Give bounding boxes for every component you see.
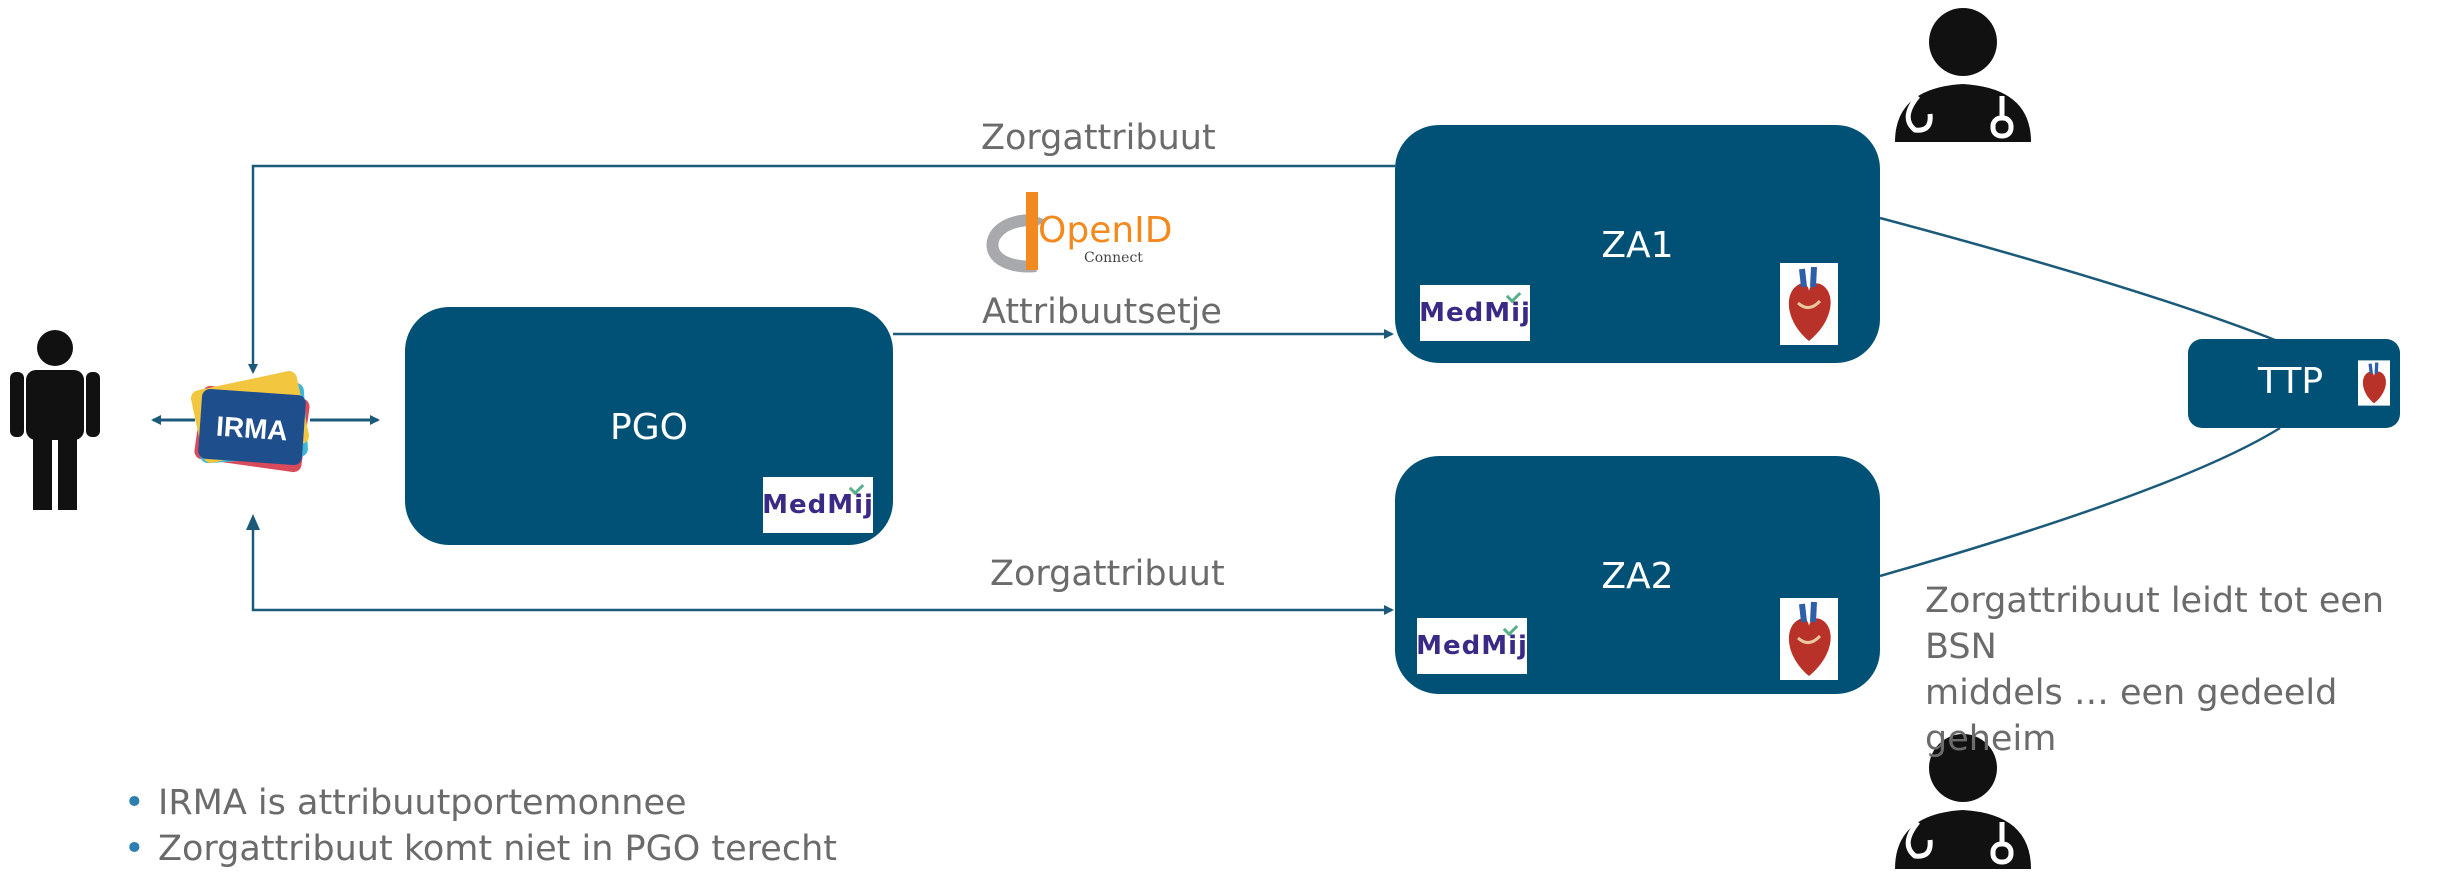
- bullet-item: IRMA is attribuutportemonnee: [120, 780, 837, 826]
- bullet-item: Zorgattribuut komt niet in PGO terecht: [120, 826, 837, 872]
- za2-label: ZA2: [1601, 556, 1674, 597]
- heart-icon: [1780, 598, 1838, 680]
- doctor-icon-bottom: [1895, 734, 2031, 869]
- irma-card-icon: IRMA: [190, 371, 310, 473]
- za1-box: ZA1 MedMij: [1395, 125, 1880, 363]
- heart-icon: [1780, 263, 1838, 345]
- edge-za2-ttp: [1879, 426, 2281, 578]
- openid-wordmark: OpenID: [1038, 210, 1173, 251]
- edge-label-bottom-zorgattribuut: Zorgattribuut: [990, 554, 1225, 594]
- openid-icon: [986, 192, 1046, 273]
- ttp-note-line2: middels … een gedeeld geheim: [1925, 673, 2338, 759]
- medmij-logo: MedMij: [762, 477, 873, 533]
- edge-label-attribuutsetje: Attribuutsetje: [982, 292, 1222, 332]
- pgo-box: PGO MedMij: [405, 307, 893, 545]
- za2-box: ZA2 MedMij: [1395, 456, 1880, 694]
- ttp-note: Zorgattribuut leidt tot een BSN middels …: [1925, 578, 2454, 762]
- medmij-logo: MedMij: [1419, 285, 1530, 341]
- heart-icon: [2358, 360, 2390, 406]
- person-icon: [10, 330, 100, 510]
- doctor-icon-top: [1895, 8, 2031, 142]
- ttp-note-line1: Zorgattribuut leidt tot een BSN: [1925, 581, 2385, 667]
- bullet-list: IRMA is attribuutportemonnee Zorgattribu…: [120, 780, 837, 872]
- medmij-logo: MedMij: [1416, 618, 1527, 674]
- edge-top-zorgattribuut: [248, 164, 1395, 374]
- ttp-label: TTP: [2258, 361, 2324, 402]
- za1-label: ZA1: [1601, 225, 1674, 266]
- edge-label-top-zorgattribuut: Zorgattribuut: [981, 118, 1216, 158]
- pgo-label: PGO: [610, 407, 688, 448]
- ttp-box: TTP: [2188, 339, 2400, 428]
- irma-label: IRMA: [215, 411, 289, 447]
- edge-bottom-zorgattribuut: [251, 520, 1394, 615]
- openid-subtitle: Connect: [1084, 250, 1143, 266]
- edge-za1-ttp: [1879, 216, 2281, 344]
- openid-connect-logo: OpenID Connect: [980, 192, 1180, 282]
